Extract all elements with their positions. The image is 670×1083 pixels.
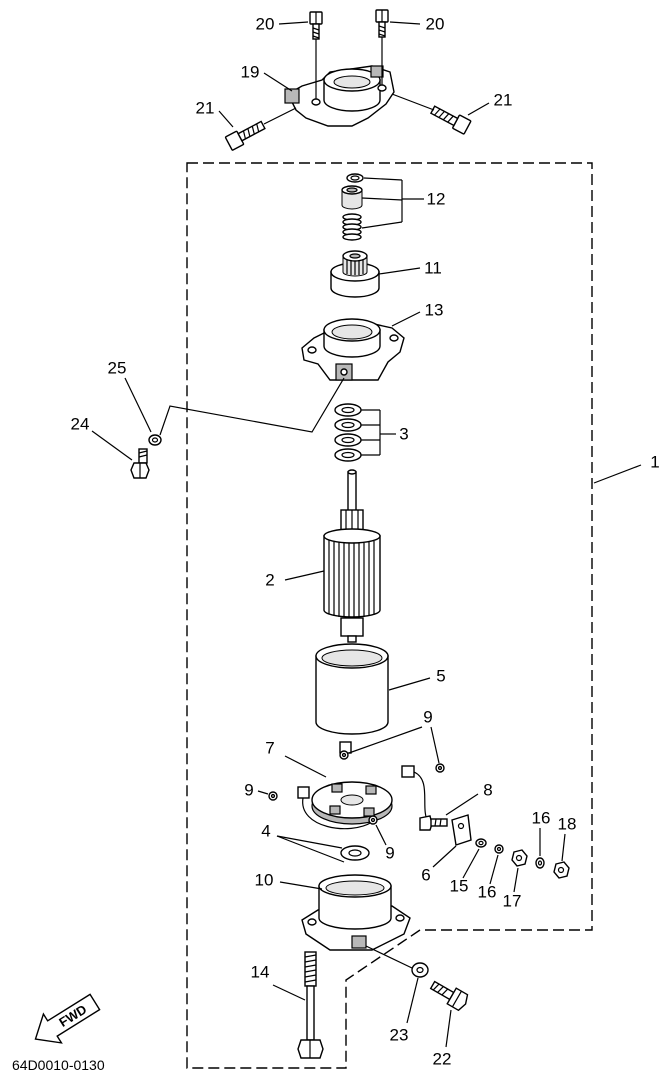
rear-housing-part-10 [279,874,413,969]
callout-20-left: 20 [256,15,275,34]
callout-25: 25 [108,359,127,378]
callout-20-right: 20 [426,15,445,34]
armature-part-2 [284,469,381,643]
drawing-code: 64D0010-0130 [12,1057,105,1073]
terminal-bolt-part-8 [419,793,479,831]
callout-18: 18 [558,815,577,834]
callout-8: 8 [483,781,492,800]
bolt-part-21-left [224,107,297,151]
leader-part-21-right [467,102,490,116]
callout-21-right: 21 [494,91,513,110]
callout-16-left: 16 [478,883,497,902]
bolt-part-22 [429,980,469,1048]
washer-part-23 [406,962,429,1024]
callout-21-left: 21 [196,99,215,118]
callout-5: 5 [436,667,445,686]
callout-24: 24 [71,415,90,434]
bracket-part-19 [284,65,395,127]
clip-part-9-top [339,726,445,773]
callout-23: 23 [390,1026,409,1045]
assembly-boundary [186,162,593,1069]
washer-part-16-right [535,828,545,869]
pinion-part-11 [330,250,421,298]
washer-part-4 [276,835,370,863]
bolt-part-24 [91,430,150,479]
leader-part-21-left [218,110,234,128]
nut-part-18 [553,833,570,879]
armature-core-slots [328,540,375,617]
washer-part-15 [462,838,487,879]
callout-9-bottom: 9 [385,844,394,863]
callout-2: 2 [265,571,274,590]
clip-part-9-left [257,790,278,801]
end-cover-part-13 [159,311,421,436]
callout-13: 13 [425,301,444,320]
callout-22: 22 [433,1050,452,1069]
leader-part-20-left [278,21,309,25]
forward-direction-arrow: FWD [34,993,101,1044]
plate-part-6 [432,814,472,868]
leader-part-1 [593,464,642,484]
washer-part-25 [124,377,162,446]
callout-11: 11 [424,259,442,278]
callout-14: 14 [251,963,270,982]
clip-part-9-bottom [368,815,387,846]
nut-part-17 [511,849,528,893]
callout-10: 10 [255,871,274,890]
callout-12: 12 [427,190,446,209]
through-bolt-part-14 [272,951,324,1059]
brush-holder-part-7 [284,741,429,830]
callout-7: 7 [265,739,274,758]
washer-set-part-3 [334,403,396,462]
bolt-part-21-right [391,93,472,135]
callout-9-left: 9 [244,781,253,800]
leader-part-20-right [389,21,421,25]
callout-6: 6 [421,866,430,885]
callout-1: 1 [650,453,659,472]
pinion-stop-set-part-12 [341,173,424,241]
washer-part-16-left [489,844,504,885]
callout-15: 15 [450,877,469,896]
callout-19: 19 [241,63,260,82]
callout-9-top: 9 [423,708,432,727]
callout-3: 3 [399,425,408,444]
callout-4: 4 [261,822,270,841]
yoke-part-5 [315,643,431,735]
bolt-part-20-right [375,9,389,85]
callout-16-right: 16 [532,809,551,828]
leader-part-19 [263,72,293,92]
bolt-part-20-left [309,11,323,99]
callout-17: 17 [503,892,522,911]
